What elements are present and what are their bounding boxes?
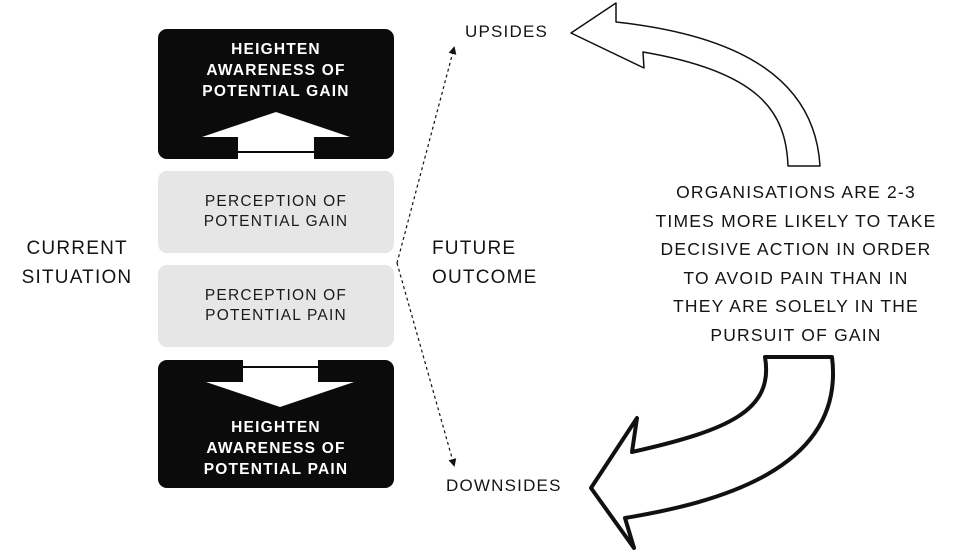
perception-gain-line-2: POTENTIAL GAIN — [203, 213, 349, 230]
heighten-pain-line-3: POTENTIAL PAIN — [203, 461, 349, 478]
heighten-pain-line-2: AWARENESS OF — [206, 440, 346, 457]
perception-gain-line-1: PERCEPTION OF — [204, 193, 348, 210]
note-line-1: ORGANISATIONS ARE 2-3 — [676, 182, 916, 202]
perception-pain-line-2: POTENTIAL PAIN — [205, 307, 347, 324]
pain-gain-note: ORGANISATIONS ARE 2-3 TIMES MORE LIKELY … — [640, 178, 952, 349]
note-line-5: THEY ARE SOLELY IN THE — [673, 296, 919, 316]
up-arrow-icon — [202, 112, 350, 159]
current-situation-line-1: CURRENT — [26, 238, 128, 259]
curved-up-arrow-icon — [570, 2, 821, 167]
downsides-connector — [396, 262, 457, 467]
note-line-3: DECISIVE ACTION IN ORDER — [660, 239, 932, 259]
current-situation-line-2: SITUATION — [21, 267, 133, 288]
note-line-6: PURSUIT OF GAIN — [710, 324, 882, 345]
upsides-label: UPSIDES — [465, 22, 549, 41]
perception-pain-line-1: PERCEPTION OF — [204, 287, 348, 304]
heighten-gain-line-2: AWARENESS OF — [206, 62, 346, 79]
perception-pain-box: PERCEPTION OF POTENTIAL PAIN — [158, 265, 394, 347]
heighten-pain-line-1: HEIGHTEN — [231, 419, 321, 436]
down-arrow-icon — [206, 360, 354, 407]
perception-gain-box: PERCEPTION OF POTENTIAL GAIN — [158, 171, 394, 253]
upsides-connector — [396, 46, 457, 264]
future-outcome-line-1: FUTURE — [432, 238, 517, 259]
heighten-gain-line-1: HEIGHTEN — [231, 41, 321, 58]
current-situation-label: CURRENT SITUATION — [12, 234, 142, 292]
note-line-2: TIMES MORE LIKELY TO TAKE — [655, 210, 937, 231]
downsides-label: DOWNSIDES — [446, 476, 562, 495]
curved-down-arrow-icon — [589, 355, 836, 550]
future-outcome-line-2: OUTCOME — [432, 267, 538, 288]
heighten-gain-line-3: POTENTIAL GAIN — [202, 83, 350, 100]
note-line-4: TO AVOID PAIN THAN IN — [683, 267, 909, 288]
future-outcome-label: FUTURE OUTCOME — [432, 234, 562, 292]
